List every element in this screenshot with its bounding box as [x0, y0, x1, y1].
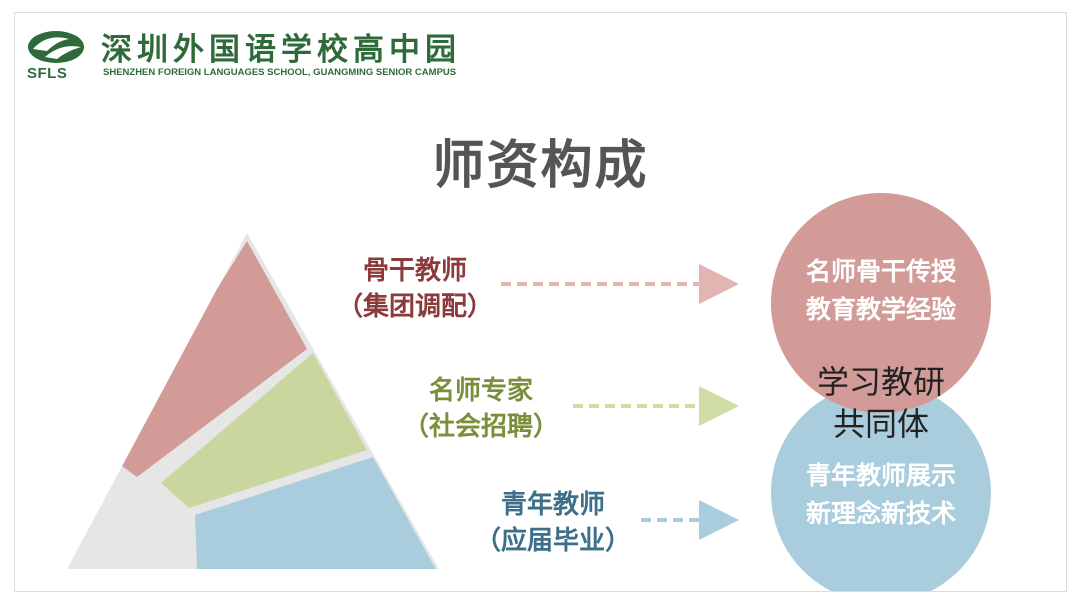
slide-title: 师资构成: [432, 136, 649, 196]
overlap-line2: 共同体: [832, 405, 929, 443]
pyramid-tier-middle: [161, 353, 367, 508]
tier-bottom-source: （应届毕业）: [474, 526, 631, 556]
circle-bottom: [771, 383, 991, 591]
circle-top-text: 名师骨干传授 教育教学经验: [781, 253, 981, 329]
tier-label-bottom: 青年教师 （应届毕业）: [471, 487, 635, 559]
school-name-en: SHENZHEN FOREIGN LANGUAGES SCHOOL, GUANG…: [103, 67, 457, 78]
pyramid-tier-top: [111, 241, 307, 477]
circle-top: [771, 193, 991, 413]
overlap-line1: 学习教研: [816, 363, 945, 401]
tier-middle-name: 名师专家: [428, 376, 533, 406]
school-logo-icon: [28, 31, 84, 63]
school-abbr: SFLS: [27, 65, 68, 82]
circle-bottom-text: 青年教师展示 新理念新技术: [781, 457, 981, 533]
school-name-cn: 深圳外国语学校高中园: [101, 32, 461, 68]
circle-bottom-line2: 新理念新技术: [805, 499, 956, 528]
circle-top-line1: 名师骨干传授: [805, 257, 956, 286]
diagram-canvas: [67, 193, 991, 591]
tier-top-source: （集团调配）: [336, 292, 493, 322]
tier-label-top: 骨干教师 （集团调配）: [333, 253, 497, 325]
tier-label-middle: 名师专家 （社会招聘）: [399, 373, 563, 445]
overlap-text: 学习教研 共同体: [781, 361, 981, 445]
circle-top-line2: 教育教学经验: [805, 295, 956, 324]
tier-top-name: 骨干教师: [362, 256, 467, 286]
slide: SFLS 深圳外国语学校高中园 SHENZHEN FOREIGN LANGUAG…: [14, 12, 1067, 592]
tier-middle-source: （社会招聘）: [402, 412, 559, 442]
circle-bottom-line1: 青年教师展示: [805, 461, 956, 490]
pyramid-tier-bottom: [195, 457, 437, 569]
tier-bottom-name: 青年教师: [500, 490, 605, 520]
